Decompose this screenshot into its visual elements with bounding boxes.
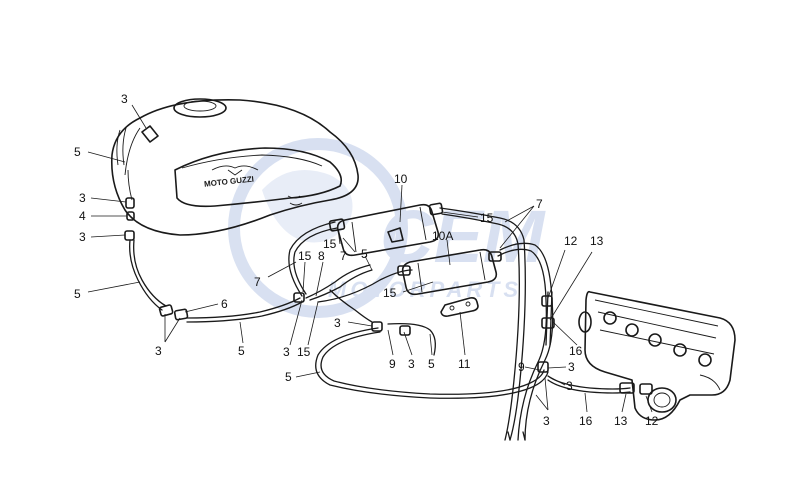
callout-3: 3 xyxy=(566,379,573,393)
callout-12: 12 xyxy=(645,414,659,428)
throttle-body xyxy=(578,290,736,421)
callout-3: 3 xyxy=(408,357,415,371)
callout-9: 9 xyxy=(389,357,396,371)
callout-3: 3 xyxy=(79,191,86,205)
callout-labels: 3 5 3 4 3 5 6 3 5 10 15 7 10A 15 7 5 7 1… xyxy=(74,92,659,428)
callout-15: 15 xyxy=(383,286,397,300)
callout-3: 3 xyxy=(334,316,341,330)
carburettor-connectors xyxy=(537,291,653,395)
watermark-logo-text: CEM xyxy=(380,195,546,278)
callout-13: 13 xyxy=(614,414,628,428)
callout-3: 3 xyxy=(283,345,290,359)
leader-lines xyxy=(87,104,653,413)
callout-4: 4 xyxy=(79,209,86,223)
callout-15: 15 xyxy=(480,211,494,225)
lower-fuel-hose xyxy=(315,289,549,399)
fuel-cap xyxy=(173,98,227,118)
upper-fuel-hoses xyxy=(288,221,413,303)
watermark: CEM MOTORPARTS xyxy=(228,138,546,318)
callout-16: 16 xyxy=(569,344,583,358)
callout-6: 6 xyxy=(221,297,228,311)
callout-9: 9 xyxy=(518,360,525,374)
callout-15: 15 xyxy=(297,345,311,359)
watermark-sub-text: MOTORPARTS xyxy=(328,277,522,302)
callout-11: 11 xyxy=(458,357,471,371)
callout-5: 5 xyxy=(285,370,292,384)
fuel-filter-10A xyxy=(397,248,502,296)
callout-5: 5 xyxy=(74,145,81,159)
callout-15: 15 xyxy=(323,237,337,251)
callout-12: 12 xyxy=(564,234,578,248)
left-fuel-line xyxy=(124,197,305,323)
watermark-globe-icon xyxy=(228,138,408,318)
eagle-emblem-icon xyxy=(211,165,259,176)
callout-7: 7 xyxy=(254,275,261,289)
callout-3: 3 xyxy=(543,414,550,428)
callout-3: 3 xyxy=(155,344,162,358)
callout-5: 5 xyxy=(361,247,368,261)
callout-3: 3 xyxy=(121,92,128,106)
callout-3: 3 xyxy=(79,230,86,244)
callout-3: 3 xyxy=(568,360,575,374)
callout-16: 16 xyxy=(579,414,593,428)
bracket-11 xyxy=(440,297,479,317)
callout-5: 5 xyxy=(428,357,435,371)
callout-7: 7 xyxy=(536,197,543,211)
callout-15: 15 xyxy=(298,249,312,263)
callout-8: 8 xyxy=(318,249,325,263)
callout-5: 5 xyxy=(74,287,81,301)
callout-5: 5 xyxy=(238,344,245,358)
callout-13: 13 xyxy=(590,234,604,248)
callout-10A: 10A xyxy=(432,229,453,243)
right-fuel-hoses xyxy=(439,207,554,441)
callout-10: 10 xyxy=(394,172,408,186)
callout-7: 7 xyxy=(340,249,347,263)
fuel-filter-10 xyxy=(328,202,444,257)
